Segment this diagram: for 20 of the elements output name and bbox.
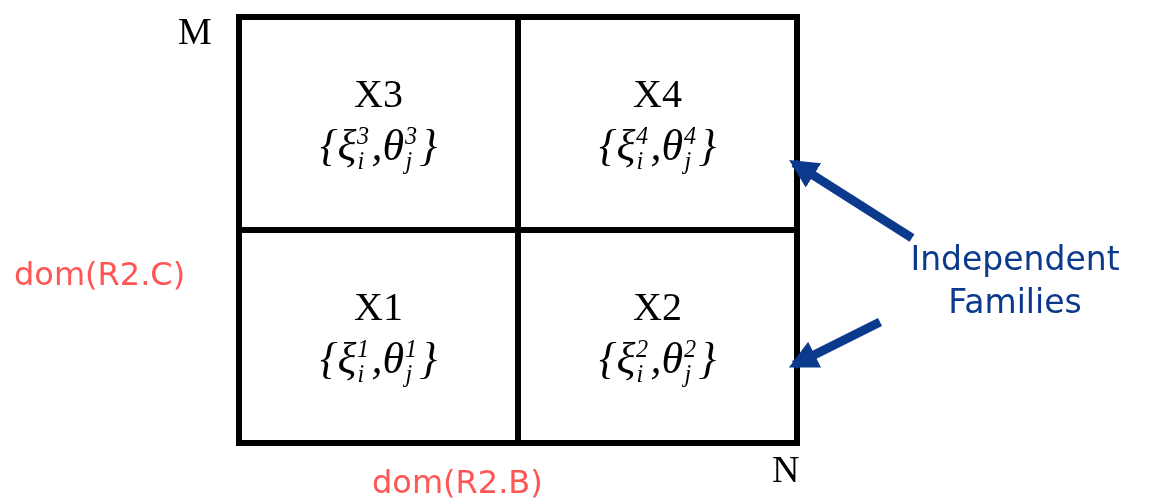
- grid-cell: [242, 20, 515, 227]
- axis-label: dom(R2.B): [372, 466, 543, 498]
- axis-label: N: [772, 450, 800, 488]
- axis-label: dom(R2.C): [14, 258, 186, 290]
- grid-box: [236, 14, 800, 446]
- grid-cell: [242, 233, 515, 440]
- axis-label: M: [178, 12, 212, 50]
- grid-cell: [521, 233, 794, 440]
- cell-title: X3: [354, 71, 403, 116]
- formula: {ξ$_{i}$$^{3}$,θ$_{j}$$^{3}$}: [319, 119, 437, 176]
- formula: {ξ$_{i}$$^{1}$,θ$_{j}$$^{1}$}: [319, 332, 437, 389]
- cell-title: X1: [354, 284, 403, 329]
- arrow: [789, 159, 915, 242]
- grid-cell: [521, 20, 794, 227]
- cell-title: X4: [633, 71, 682, 116]
- annotation-text: Independent Families: [880, 238, 1150, 324]
- formula: {ξ$_{i}$$^{2}$,θ$_{j}$$^{2}$}: [598, 332, 716, 389]
- formula: {ξ$_{i}$$^{4}$,θ$_{j}$$^{4}$}: [598, 119, 716, 176]
- cell-title: X2: [633, 284, 682, 329]
- arrow: [788, 317, 882, 370]
